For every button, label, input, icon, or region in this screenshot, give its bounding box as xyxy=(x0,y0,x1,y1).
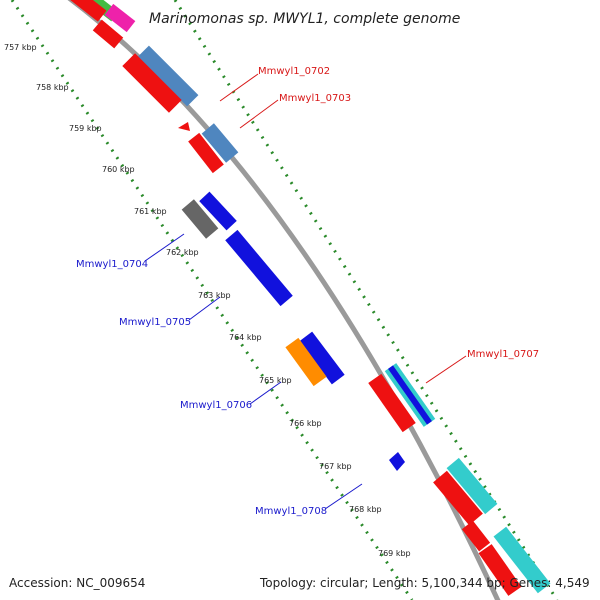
cds-block xyxy=(368,373,416,433)
cds-block xyxy=(104,3,136,33)
cds-block xyxy=(181,199,219,239)
summary-label: Topology: circular; Length: 5,100,344 bp… xyxy=(259,576,590,590)
cds-block xyxy=(69,0,107,22)
cds-block xyxy=(201,123,239,163)
gene-label-leader xyxy=(239,99,279,129)
gene-label[interactable]: Mmwyl1_0705 xyxy=(119,317,191,328)
cds-block xyxy=(299,331,345,385)
cds-block xyxy=(199,191,237,231)
cds-block xyxy=(433,470,483,526)
ruler-line-outer xyxy=(173,0,559,600)
ruler-tick-label: 761 kbp xyxy=(134,207,167,216)
ruler-tick-label: 757 kbp xyxy=(4,43,37,52)
forward-strand-features xyxy=(89,0,551,594)
cds-block xyxy=(461,520,491,552)
gene-label[interactable]: Mmwyl1_0702 xyxy=(258,66,330,77)
accession-label: Accession: NC_009654 xyxy=(9,576,145,590)
gene-label[interactable]: Mmwyl1_0706 xyxy=(180,400,252,411)
cds-block xyxy=(389,452,405,471)
gene-label[interactable]: Mmwyl1_0703 xyxy=(279,93,351,104)
ruler-line-inner xyxy=(10,0,414,600)
cds-block xyxy=(285,337,327,387)
gene-label[interactable]: Mmwyl1_0704 xyxy=(76,259,148,270)
ruler-tick-label: 764 kbp xyxy=(229,333,262,342)
gene-label-leader xyxy=(249,381,282,405)
gene-label-leader xyxy=(425,355,467,384)
cds-block xyxy=(137,45,199,107)
cds-block xyxy=(92,19,124,49)
ruler-tick-label: 768 kbp xyxy=(349,505,382,514)
ruler-tick-label: 763 kbp xyxy=(198,291,231,300)
cds-block xyxy=(178,122,190,131)
cds-block xyxy=(478,544,522,596)
ruler-tick-label: 762 kbp xyxy=(166,248,199,257)
cds-block xyxy=(188,132,224,174)
cds-block xyxy=(446,457,498,515)
ruler-tick-label: 758 kbp xyxy=(36,83,69,92)
cds-block xyxy=(122,53,182,113)
ruler-tick-label: 759 kbp xyxy=(69,124,102,133)
ruler-tick-label: 760 kbp xyxy=(102,165,135,174)
map-title: Marinomonas sp. MWYL1, complete genome xyxy=(149,11,460,27)
gene-label-leader xyxy=(188,296,221,321)
ruler-tick-label: 767 kbp xyxy=(319,462,352,471)
ruler-tick-label: 769 kbp xyxy=(378,549,411,558)
ruler-tick-label: 765 kbp xyxy=(259,376,292,385)
gene-label[interactable]: Mmwyl1_0707 xyxy=(467,349,539,360)
gene-label-leader xyxy=(144,233,185,262)
ruler-tick-label: 766 kbp xyxy=(289,419,322,428)
gene-label-leader xyxy=(324,483,363,510)
cds-block xyxy=(384,363,436,427)
gene-label-leader xyxy=(219,73,259,102)
cds-block xyxy=(493,526,551,594)
reverse-strand-features xyxy=(69,0,522,596)
gene-label[interactable]: Mmwyl1_0708 xyxy=(255,506,327,517)
cds-block xyxy=(225,229,293,307)
